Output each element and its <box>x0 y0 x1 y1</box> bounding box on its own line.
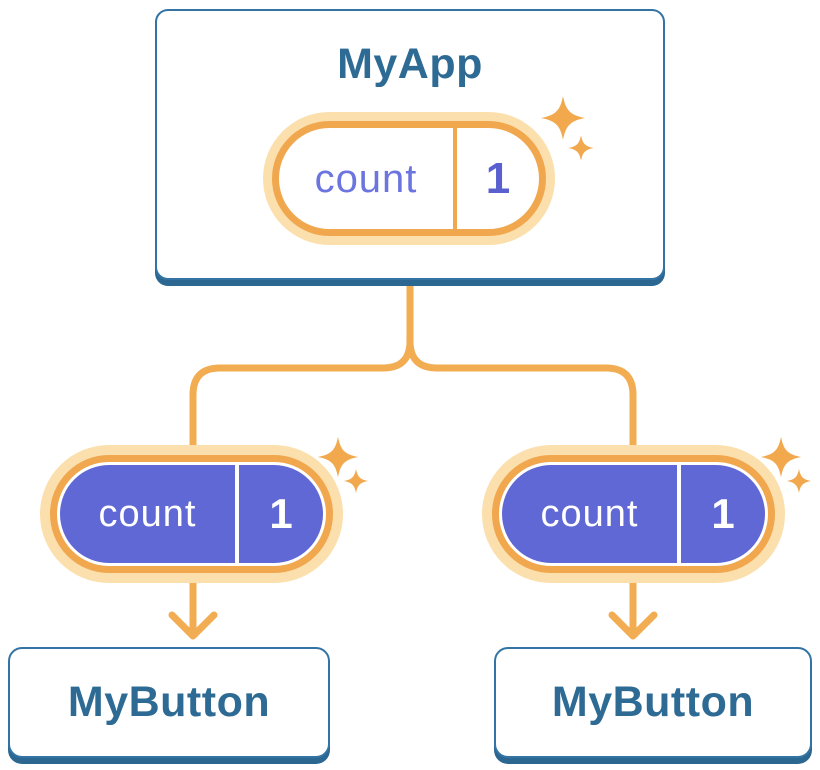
prop-name: count <box>540 493 639 535</box>
pill-divider <box>677 465 681 563</box>
pill-divider <box>453 128 457 229</box>
prop-pill-fill: count 1 <box>502 465 765 563</box>
branch-line-right <box>406 281 637 474</box>
branch-line-left <box>189 281 414 474</box>
prop-pill-right: count 1 <box>482 445 785 583</box>
state-pill: count 1 <box>263 112 555 245</box>
component-title: MyButton <box>67 677 271 726</box>
state-name: count <box>314 156 418 201</box>
prop-pill-fill: count 1 <box>60 465 323 563</box>
state-value: 1 <box>485 153 511 203</box>
component-title: MyButton <box>551 677 755 726</box>
prop-pill-body: count 1 <box>50 455 333 573</box>
arrow-down-icon <box>168 579 218 640</box>
component-node-mybutton-left: MyButton <box>8 647 330 758</box>
component-node-myapp: MyApp count 1 <box>155 9 665 280</box>
prop-value: 1 <box>711 490 735 537</box>
prop-value: 1 <box>269 490 293 537</box>
state-pill-body: count 1 <box>272 121 546 236</box>
prop-pill-left: count 1 <box>40 445 343 583</box>
arrow-down-icon <box>608 579 658 640</box>
prop-name: count <box>98 493 197 535</box>
prop-pill-body: count 1 <box>492 455 775 573</box>
component-node-mybutton-right: MyButton <box>494 647 812 758</box>
pill-divider <box>235 465 239 563</box>
component-title: MyApp <box>337 40 483 88</box>
